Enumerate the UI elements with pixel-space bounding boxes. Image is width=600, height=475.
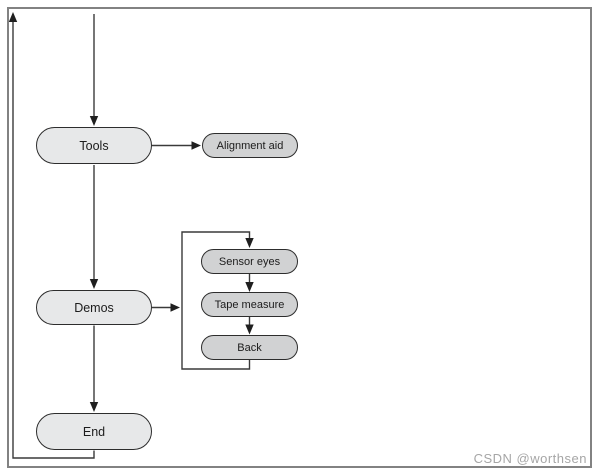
arrowhead-demos-icon — [89, 279, 99, 289]
node-sensor-eyes: Sensor eyes — [201, 249, 298, 274]
edge-back-loop-to-sensor-eyes — [181, 231, 251, 370]
watermark-text: CSDN @worthsen — [473, 451, 587, 466]
arrowhead-alignment-aid-icon — [191, 141, 201, 150]
arrowhead-sensor-eyes-icon — [245, 238, 254, 248]
arrowhead-tools-icon — [89, 116, 99, 126]
arrowhead-submenu-icon — [170, 303, 180, 312]
edge-end-restart-loop — [12, 22, 95, 459]
node-alignment-aid: Alignment aid — [202, 133, 298, 158]
arrowhead-back-icon — [245, 324, 254, 335]
arrowhead-end-icon — [89, 402, 99, 412]
node-demos: Demos — [36, 290, 152, 325]
node-end: End — [36, 413, 152, 450]
arrowhead-restart-icon — [8, 12, 18, 22]
node-tape-measure: Tape measure — [201, 292, 298, 317]
figure-border — [7, 7, 592, 468]
node-back: Back — [201, 335, 298, 360]
node-tools: Tools — [36, 127, 152, 164]
arrowhead-tape-measure-icon — [245, 282, 254, 292]
